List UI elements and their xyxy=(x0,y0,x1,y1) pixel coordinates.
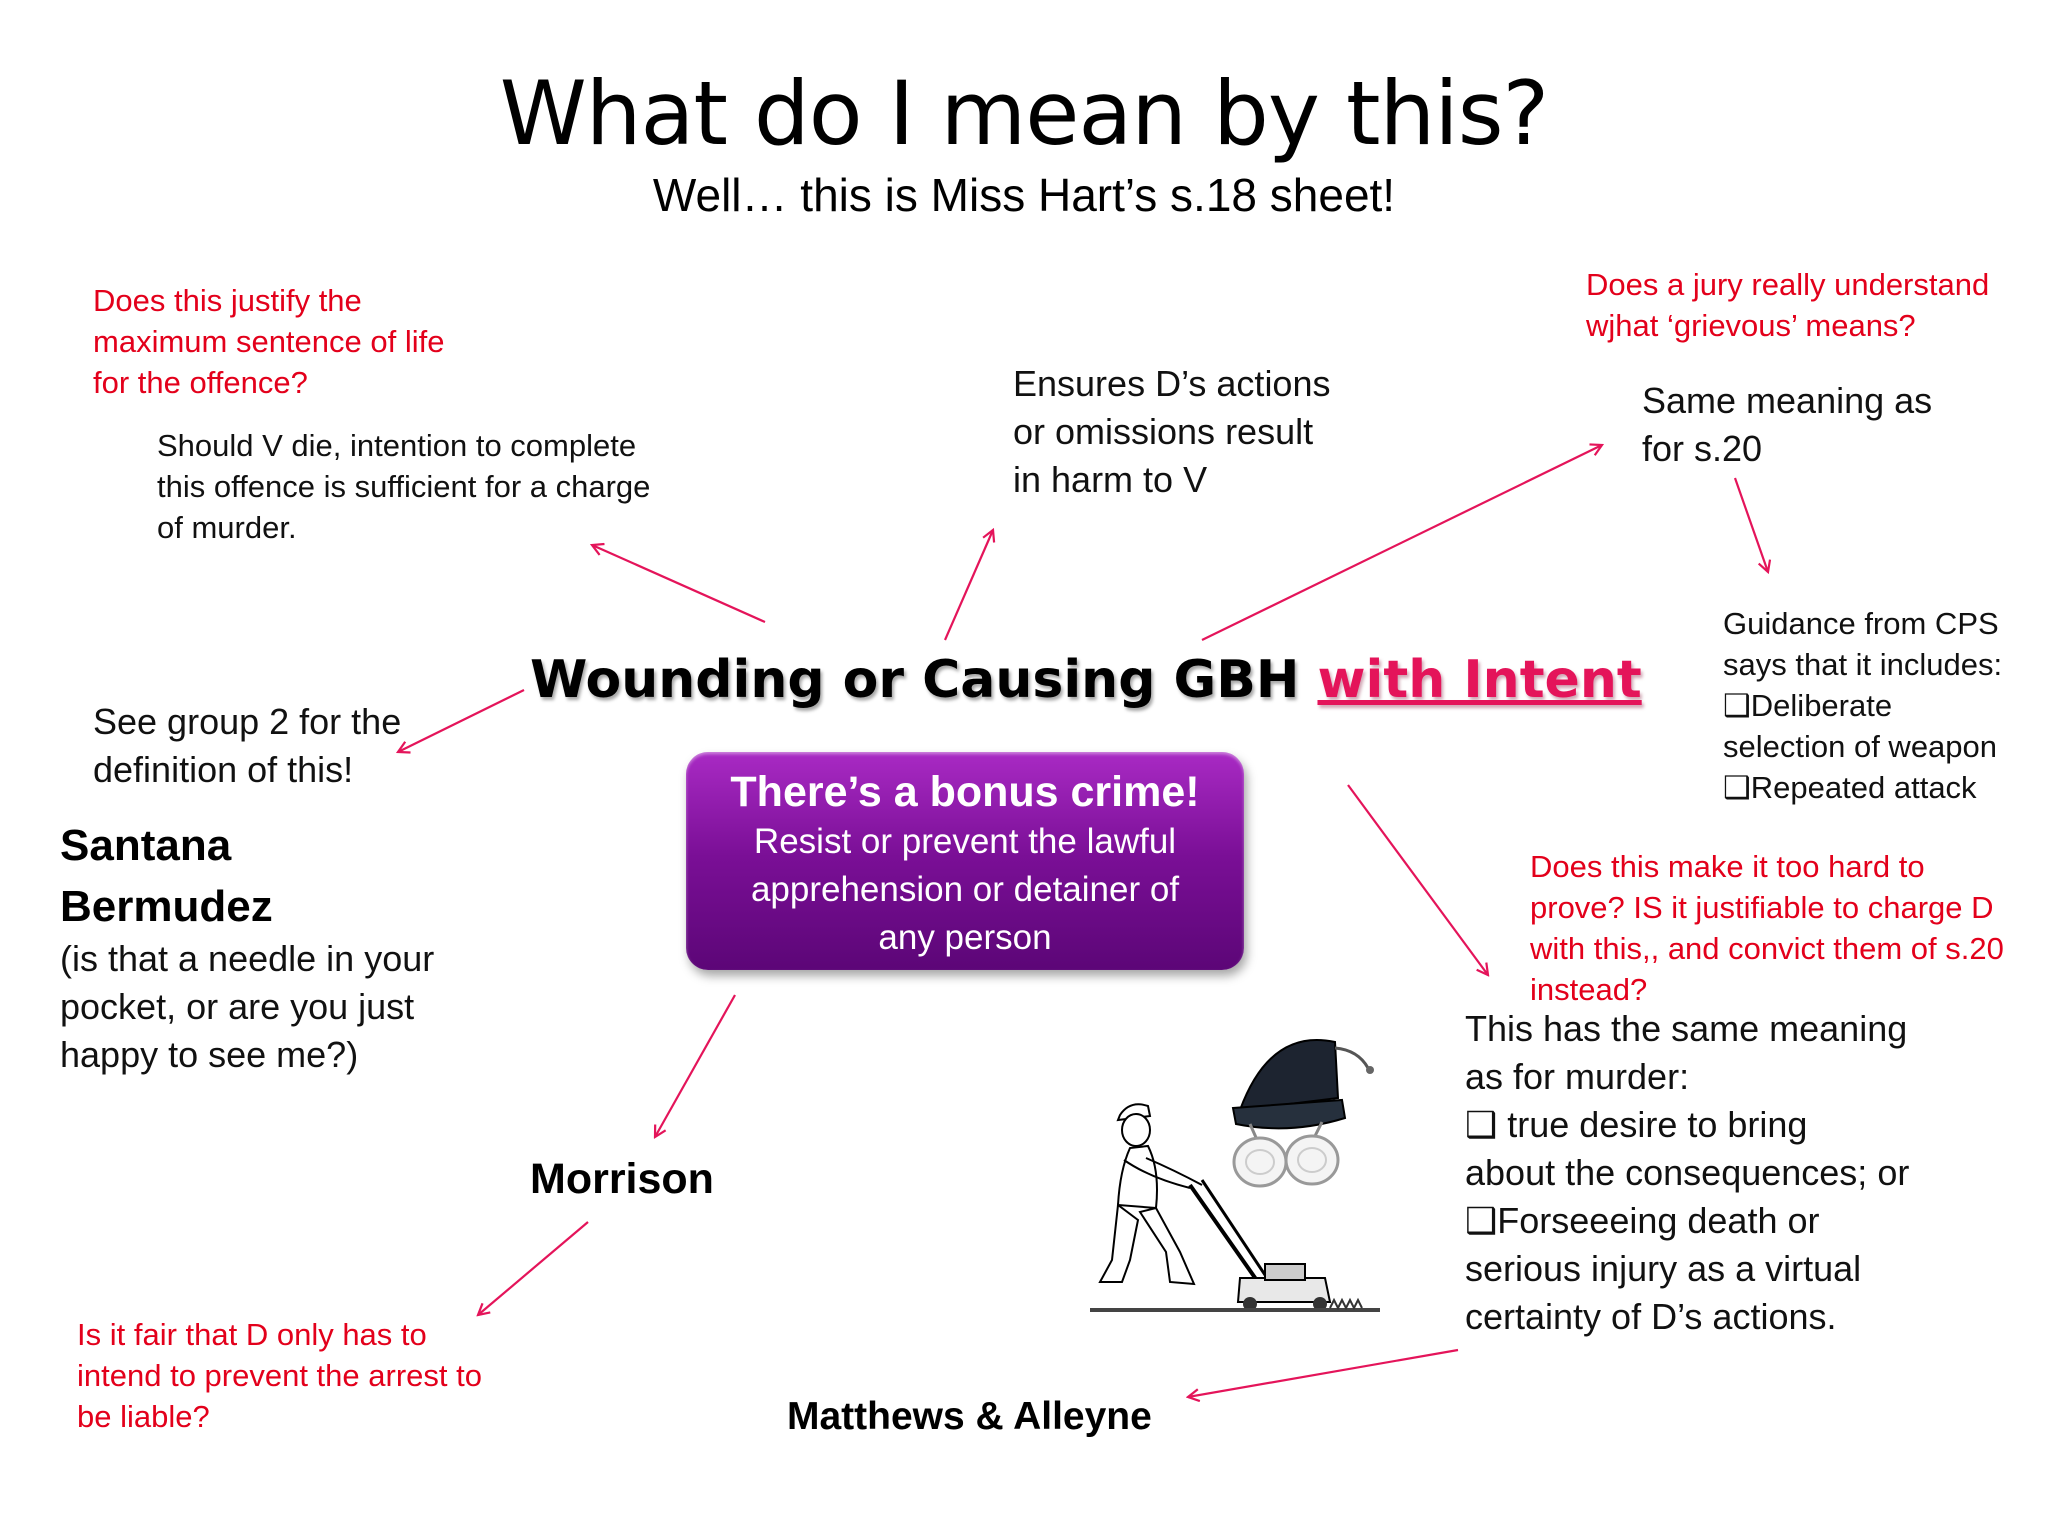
arrow-to-intent-note xyxy=(1347,784,1488,975)
arrow-to-murder-note xyxy=(592,545,766,624)
question-bottom-left: Is it fair that D only has to intend to … xyxy=(77,1317,482,1434)
question-right: Does this make it too hard to prove? IS … xyxy=(1530,849,2004,1007)
arrow-to-bottom-left-question xyxy=(478,1221,589,1315)
case-santana-note: (is that a needle in your pocket, or are… xyxy=(60,938,435,1075)
note-group2: See group 2 for the definition of this! xyxy=(93,701,402,790)
note-intent-meaning: This has the same meaning as for murder:… xyxy=(1465,1008,1910,1337)
bonus-crime-title: There’s a bonus crime! xyxy=(730,768,1200,816)
arrow-to-same-meaning-note xyxy=(1201,445,1602,641)
page-title: What do I mean by this? xyxy=(499,62,1550,165)
man-pushing-lawnmower-with-pram-icon xyxy=(1090,1039,1380,1312)
note-cps-guidance: Guidance from CPS says that it includes:… xyxy=(1723,606,2003,805)
central-heading-main: Wounding or Causing GBH xyxy=(530,650,1300,710)
arrow-to-matthews xyxy=(1188,1348,1459,1397)
arrow-to-group2-note xyxy=(398,689,525,752)
note-actions: Ensures D’s actions or omissions result … xyxy=(1013,363,1331,500)
bonus-crime-text: Resist or prevent the lawful apprehensio… xyxy=(750,822,1180,957)
arrow-to-morrison xyxy=(655,994,736,1137)
note-murder: Should V die, intention to complete this… xyxy=(157,428,651,545)
question-top-left: Does this justify the maximum sentence o… xyxy=(93,283,445,400)
central-heading-intent: with Intent xyxy=(1317,650,1642,710)
note-same-meaning: Same meaning as for s.20 xyxy=(1642,380,1933,469)
arrow-to-cps-note xyxy=(1733,477,1768,572)
page-subtitle: Well… this is Miss Hart’s s.18 sheet! xyxy=(652,169,1396,221)
question-top-right: Does a jury really understand wjhat ‘gri… xyxy=(1586,267,1990,343)
bonus-crime-box: There’s a bonus crime! Resist or prevent… xyxy=(686,752,1244,970)
central-heading: Wounding or Causing GBH with Intent xyxy=(530,650,1642,710)
case-matthews-alleyne: Matthews & Alleyne xyxy=(787,1395,1152,1438)
arrow-to-actions-note xyxy=(943,530,993,641)
case-santana-bermudez: Santana Bermudez xyxy=(60,821,273,931)
case-morrison: Morrison xyxy=(530,1155,714,1203)
